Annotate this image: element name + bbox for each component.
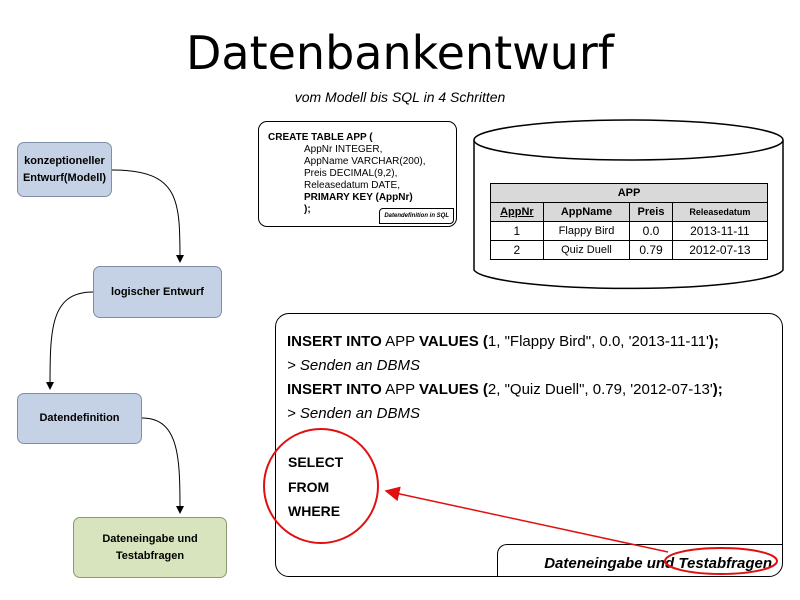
flow-arrow [46, 291, 94, 390]
table-name: APP [490, 183, 768, 203]
step-conceptual: konzeptioneller Entwurf(Modell) [17, 142, 112, 197]
cell: Quiz Duell [542, 240, 631, 260]
send-note: > Senden an DBMS [287, 405, 421, 422]
subtitle: vom Modell bis SQL in 4 Schritten [294, 89, 506, 105]
send-note: > Senden an DBMS [287, 357, 421, 374]
cell: 1 [490, 221, 544, 241]
sql-line: PRIMARY KEY (AppNr) [304, 192, 413, 203]
col-header: Releasedatum [671, 202, 769, 222]
create-table-box: CREATE TABLE APP ( AppNr INTEGER, AppNam… [258, 121, 457, 227]
sql-line: AppName VARCHAR(200), [304, 156, 426, 167]
cell: Flappy Bird [542, 221, 631, 241]
keyword: FROM [288, 478, 330, 495]
keyword: SELECT [288, 454, 344, 470]
cell: 0.79 [629, 240, 673, 260]
sql-line: Releasedatum DATE, [304, 180, 400, 191]
col-header: AppName [542, 202, 631, 222]
page-title: Datenbankentwurf [185, 26, 614, 80]
sql-line: ); [304, 204, 311, 215]
sql-line: CREATE TABLE APP ( [268, 132, 373, 143]
insert-box: INSERT INTO APP VALUES (1, "Flappy Bird"… [275, 313, 783, 577]
sql-line: AppNr INTEGER, [304, 144, 383, 155]
col-header: Preis [629, 202, 673, 222]
query-keywords: SELECT FROM WHERE [288, 450, 343, 524]
flow-arrow [111, 169, 184, 263]
flow-arrow [141, 417, 184, 514]
cell: 2012-07-13 [671, 240, 769, 260]
sql-tag: Datendefinition in SQL [379, 208, 454, 224]
insert-statement: INSERT INTO APP VALUES (1, "Flappy Bird"… [287, 333, 719, 350]
sql-line: Preis DECIMAL(9,2), [304, 168, 398, 179]
step-input: Dateneingabe und Testabfragen [73, 517, 227, 578]
keyword: WHERE [288, 503, 341, 519]
step-logical: logischer Entwurf [93, 266, 222, 318]
insert-tag: Dateneingabe und Testabfragen [497, 544, 782, 576]
cell: 2013-11-11 [671, 221, 769, 241]
cell: 0.0 [629, 221, 673, 241]
step-definition: Datendefinition [17, 393, 142, 444]
cell: 2 [490, 240, 544, 260]
insert-statement: INSERT INTO APP VALUES (2, "Quiz Duell",… [287, 381, 723, 398]
col-header: AppNr [490, 202, 544, 222]
